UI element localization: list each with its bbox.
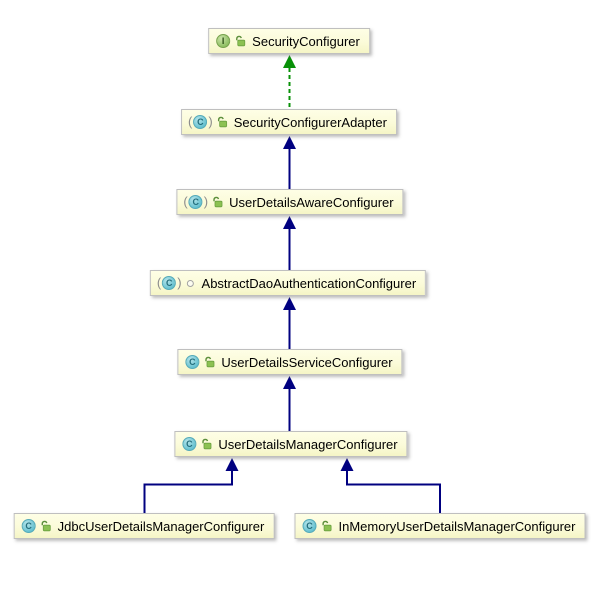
implements-edge-securityconfigureradapter-to-securityconfigurer (283, 55, 296, 109)
class-node-userdetailsserviceconfigurer[interactable]: C UserDetailsServiceConfigurer (177, 349, 403, 375)
extends-arrowhead (283, 297, 296, 310)
package-local-circle (186, 279, 194, 287)
abstract-paren-close: ) (203, 194, 209, 209)
extends-edge-userdetailsserviceconfigurer-to-abstractdaoauthenticationconfigurer (283, 297, 296, 349)
class-circle: C (21, 519, 36, 533)
class-circle: C (188, 195, 203, 209)
public-lock-icon (200, 438, 212, 450)
extends-edge-inmemoryuserdetailsmanagerconfigurer-to-userdetailsmanagerconfigurer (340, 458, 441, 513)
class-icon: C (184, 355, 200, 369)
class-circle: C (185, 355, 200, 369)
abstract-class-icon: ( C ) (188, 115, 213, 129)
extends-edge-jdbcuserdetailsmanagerconfigurer-to-userdetailsmanagerconfigurer (143, 458, 239, 513)
abstract-paren-open: ( (156, 275, 162, 290)
class-name-label: JdbcUserDetailsManagerConfigurer (57, 518, 265, 534)
public-lock-icon (211, 196, 223, 208)
extends-line (143, 471, 233, 513)
public-lock-icon (203, 356, 215, 368)
abstract-class-icon: ( C ) (157, 276, 182, 290)
abstract-paren-open: ( (188, 114, 193, 129)
class-name-label: AbstractDaoAuthenticationConfigurer (201, 275, 417, 291)
class-node-inmemoryuserdetailsmanagerconfigurer[interactable]: C InMemoryUserDetailsManagerConfigurer (294, 513, 586, 539)
class-circle: C (302, 519, 317, 533)
class-name-label: InMemoryUserDetailsManagerConfigurer (338, 518, 576, 534)
public-lock-icon (321, 520, 333, 532)
extends-arrowhead (225, 458, 239, 471)
class-icon: C (181, 437, 197, 451)
implements-arrowhead (283, 55, 296, 68)
interface-circle: I (216, 34, 231, 48)
package-local-icon (185, 279, 196, 287)
class-node-userdetailsawareconfigurer[interactable]: ( C ) UserDetailsAwareConfigurer (176, 189, 404, 215)
extends-arrowhead (283, 136, 296, 149)
public-lock-icon (216, 116, 228, 128)
extends-line (346, 471, 441, 513)
class-node-jdbcuserdetailsmanagerconfigurer[interactable]: C JdbcUserDetailsManagerConfigurer (13, 513, 275, 539)
class-icon: C (302, 519, 318, 533)
class-icon: C (21, 519, 37, 533)
class-node-abstractdaoauthenticationconfigurer[interactable]: ( C ) AbstractDaoAuthenticationConfigure… (149, 270, 427, 296)
class-name-label: SecurityConfigurer (252, 33, 360, 49)
extends-edge-userdetailsmanagerconfigurer-to-userdetailsserviceconfigurer (283, 376, 296, 431)
public-lock-icon (40, 520, 52, 532)
abstract-class-icon: ( C ) (183, 195, 208, 209)
class-name-label: UserDetailsAwareConfigurer (229, 194, 394, 210)
extends-edge-userdetailsawareconfigurer-to-securityconfigureradapter (283, 136, 296, 189)
class-name-label: UserDetailsServiceConfigurer (221, 354, 393, 370)
class-circle: C (193, 115, 208, 129)
abstract-paren-open: ( (183, 194, 188, 209)
class-circle: C (182, 437, 197, 451)
abstract-paren-close: ) (177, 275, 182, 290)
interface-icon: I (215, 34, 231, 48)
abstract-paren-close: ) (208, 114, 213, 129)
extends-arrowhead (283, 216, 296, 229)
extends-arrowhead (283, 376, 296, 389)
public-lock-icon (234, 35, 246, 47)
class-node-securityconfigurer[interactable]: I SecurityConfigurer (208, 28, 370, 54)
class-name-label: UserDetailsManagerConfigurer (218, 436, 398, 452)
extends-arrowhead (340, 458, 354, 471)
extends-edge-abstractdaoauthenticationconfigurer-to-userdetailsawareconfigurer (283, 216, 296, 270)
class-name-label: SecurityConfigurerAdapter (233, 114, 387, 130)
class-node-securityconfigureradapter[interactable]: ( C ) SecurityConfigurerAdapter (181, 109, 397, 135)
class-circle: C (162, 276, 177, 290)
class-node-userdetailsmanagerconfigurer[interactable]: C UserDetailsManagerConfigurer (174, 431, 408, 457)
